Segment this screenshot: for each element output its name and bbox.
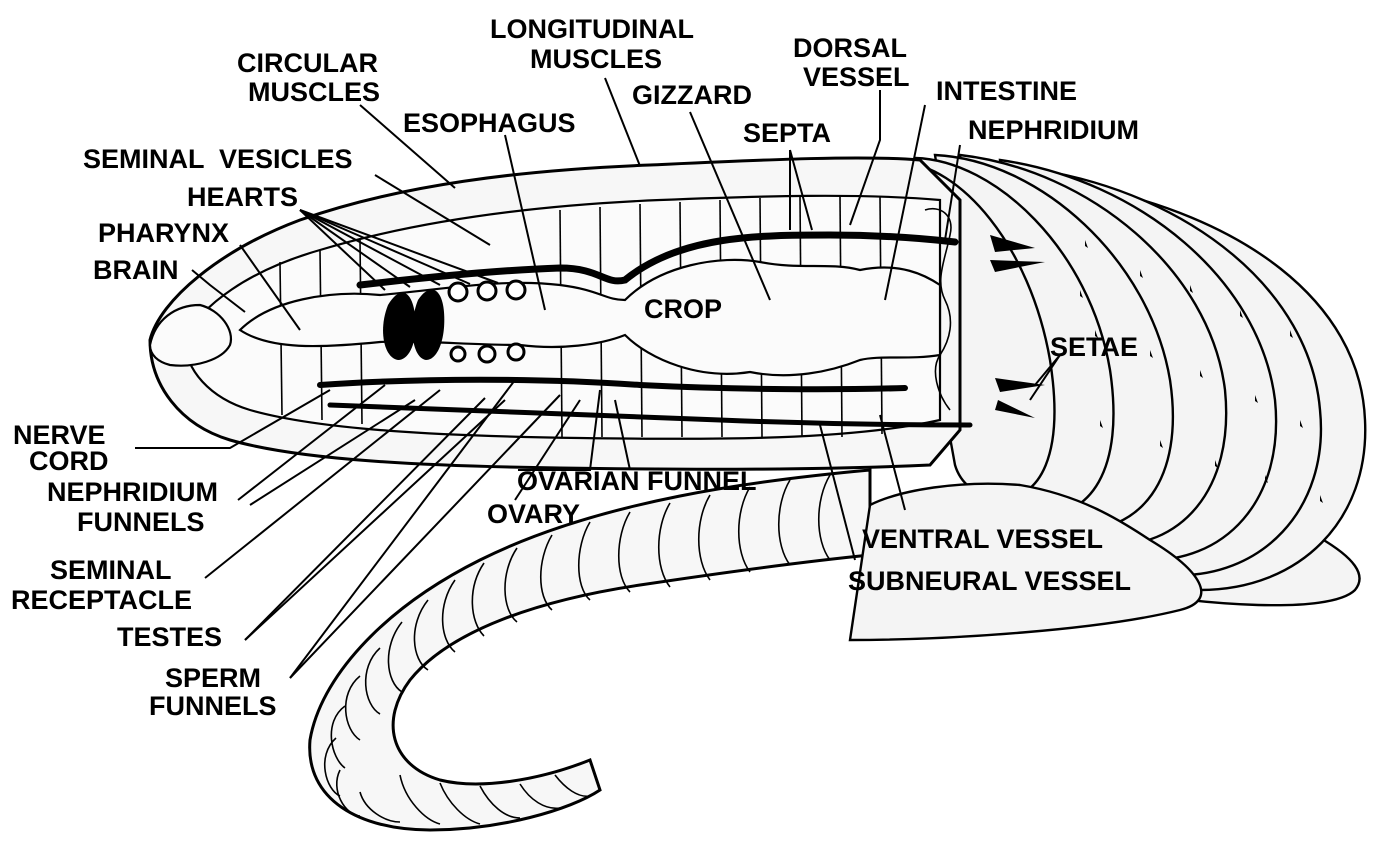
label-sperm-funnels-2: FUNNELS [149,691,277,721]
label-subneural-vessel: SUBNEURAL VESSEL [848,566,1131,596]
label-pharynx: PHARYNX [98,218,229,248]
label-ovary: OVARY [487,499,580,529]
label-dorsal-vessel-1: DORSAL [793,33,907,63]
label-longitudinal-muscles-2: MUSCLES [530,44,662,74]
label-gizzard: GIZZARD [632,80,752,110]
label-nerve-cord-2: CORD [29,446,109,476]
label-testes: TESTES [117,622,222,652]
label-seminal-receptacle-2: RECEPTACLE [11,585,192,615]
label-hearts: HEARTS [187,182,298,212]
label-seminal-receptacle-1: SEMINAL [50,555,172,585]
label-crop: CROP [644,294,722,324]
label-ovarian-funnel: OVARIAN FUNNEL [517,466,757,496]
label-brain: BRAIN [93,255,179,285]
label-esophagus: ESOPHAGUS [403,108,576,138]
label-circular-muscles-1: CIRCULAR [237,48,378,78]
label-nephridium-funnels-2: FUNNELS [77,507,205,537]
label-septa: SEPTA [743,118,831,148]
label-nephridium-funnels-1: NEPHRIDIUM [47,477,218,507]
label-seminal-vesicles: SEMINAL VESICLES [83,144,353,174]
label-ventral-vessel: VENTRAL VESSEL [862,524,1103,554]
label-circular-muscles-2: MUSCLES [248,77,380,107]
label-nephridium: NEPHRIDIUM [968,115,1139,145]
worm-tail [310,470,870,830]
label-setae: SETAE [1050,332,1138,362]
label-longitudinal-muscles-1: LONGITUDINAL [490,14,694,44]
label-sperm-funnels-1: SPERM [165,663,261,693]
label-intestine: INTESTINE [936,76,1077,106]
label-dorsal-vessel-2: VESSEL [803,62,910,92]
